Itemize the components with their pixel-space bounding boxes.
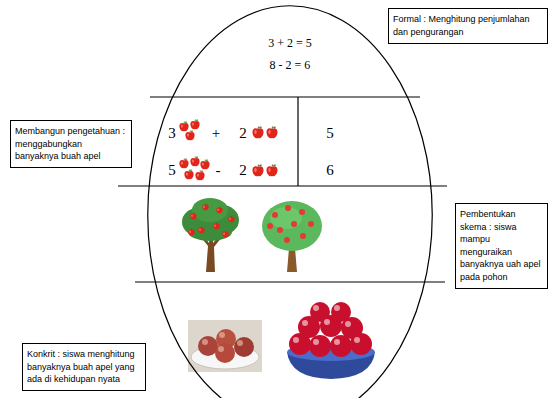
number-label: 3 bbox=[157, 123, 187, 143]
apple-icon bbox=[213, 223, 219, 230]
callout-text: Formal : Menghitung penjumlahan dan peng… bbox=[393, 13, 543, 38]
apple-icon bbox=[195, 171, 204, 181]
apple-dot bbox=[277, 227, 283, 233]
tree-canopy bbox=[192, 198, 228, 222]
apple-icon bbox=[188, 229, 194, 236]
apple-icon bbox=[202, 204, 208, 211]
highlight bbox=[218, 346, 224, 352]
highlight bbox=[313, 339, 319, 345]
apple-dot bbox=[272, 212, 278, 218]
highlight bbox=[334, 339, 340, 345]
callout-box: Pembentukan skema : siswa mampu mengurai… bbox=[455, 203, 548, 289]
apple-dot bbox=[299, 209, 305, 215]
apple-icon bbox=[222, 231, 228, 238]
photo-apple bbox=[215, 343, 235, 363]
apple-bowl-photo bbox=[287, 302, 375, 379]
apple-icon bbox=[190, 157, 199, 167]
apple-icon bbox=[216, 207, 222, 214]
divider-line bbox=[135, 281, 445, 282]
callout-text: Pembentukan skema : siswa mampu mengurai… bbox=[460, 208, 543, 284]
operator-sign: - bbox=[203, 160, 233, 180]
highlight bbox=[302, 320, 308, 326]
apple-dots bbox=[267, 205, 314, 243]
highlight bbox=[313, 305, 319, 311]
apple-icon bbox=[252, 165, 263, 177]
apple-icon bbox=[185, 131, 194, 141]
apple-dot bbox=[267, 223, 273, 229]
callout-box: Konkrit : siswa menghitung banyaknya bua… bbox=[22, 343, 146, 391]
number-label: 2 bbox=[228, 123, 258, 143]
equation-text: 8 - 2 = 6 bbox=[240, 57, 340, 73]
highlights bbox=[293, 305, 360, 345]
number-label: 6 bbox=[315, 160, 345, 180]
apple-icon bbox=[266, 165, 277, 177]
egg-outline: 3 + 2 = 5 8 - 2 = 6 bbox=[147, 5, 433, 398]
callout-box: Membangun pengetahuan : menggabungkan ba… bbox=[10, 120, 132, 168]
apple-icon bbox=[179, 122, 188, 132]
apple-icon bbox=[200, 160, 209, 170]
photo-frame bbox=[188, 320, 262, 372]
tree-canopy bbox=[270, 207, 302, 229]
apple-icons bbox=[179, 120, 277, 181]
apple-icon bbox=[179, 159, 188, 169]
operator-sign: + bbox=[201, 123, 231, 143]
apple-icon bbox=[198, 227, 204, 234]
highlight bbox=[202, 339, 208, 345]
apple-icon bbox=[190, 120, 199, 130]
apple-dot bbox=[291, 221, 297, 227]
number-label: 2 bbox=[228, 160, 258, 180]
tree-canopy bbox=[188, 223, 232, 241]
callout-box: Formal : Menghitung penjumlahan dan peng… bbox=[388, 8, 548, 44]
apple-icon bbox=[252, 127, 263, 139]
apple-icon bbox=[228, 216, 234, 223]
callout-text: Membangun pengetahuan : menggabungkan ba… bbox=[15, 125, 127, 163]
apple-dot bbox=[308, 221, 314, 227]
apple-icon bbox=[266, 127, 277, 139]
equation-text: 3 + 2 = 5 bbox=[240, 35, 340, 51]
egg-outline-path bbox=[148, 6, 433, 398]
bowl-apples bbox=[289, 302, 372, 357]
photo-apple bbox=[331, 302, 351, 322]
number-label: 5 bbox=[315, 123, 345, 143]
highlight bbox=[219, 332, 225, 338]
highlight bbox=[293, 337, 299, 343]
apple-dot bbox=[300, 233, 306, 239]
apple-tree bbox=[262, 201, 322, 272]
photo-apple bbox=[309, 335, 331, 357]
apple-dot bbox=[284, 237, 290, 243]
divider-line bbox=[150, 96, 420, 97]
section-dividers bbox=[118, 97, 447, 282]
apple-icon bbox=[190, 213, 196, 220]
divider-line bbox=[297, 97, 298, 186]
tree-canopy bbox=[262, 201, 322, 251]
highlight bbox=[345, 321, 351, 327]
callout-text: Konkrit : siswa menghitung banyaknya bua… bbox=[27, 348, 141, 386]
photo-apple bbox=[234, 337, 254, 357]
apple-plate-photo bbox=[188, 320, 262, 372]
apple-dot bbox=[285, 205, 291, 211]
highlight bbox=[334, 305, 340, 311]
apple-tree bbox=[182, 198, 239, 272]
highlight bbox=[354, 337, 360, 343]
highlight bbox=[237, 340, 243, 346]
divider-line bbox=[118, 185, 447, 186]
highlight bbox=[324, 319, 330, 325]
apple-icon bbox=[184, 170, 193, 180]
number-label: 5 bbox=[157, 160, 187, 180]
